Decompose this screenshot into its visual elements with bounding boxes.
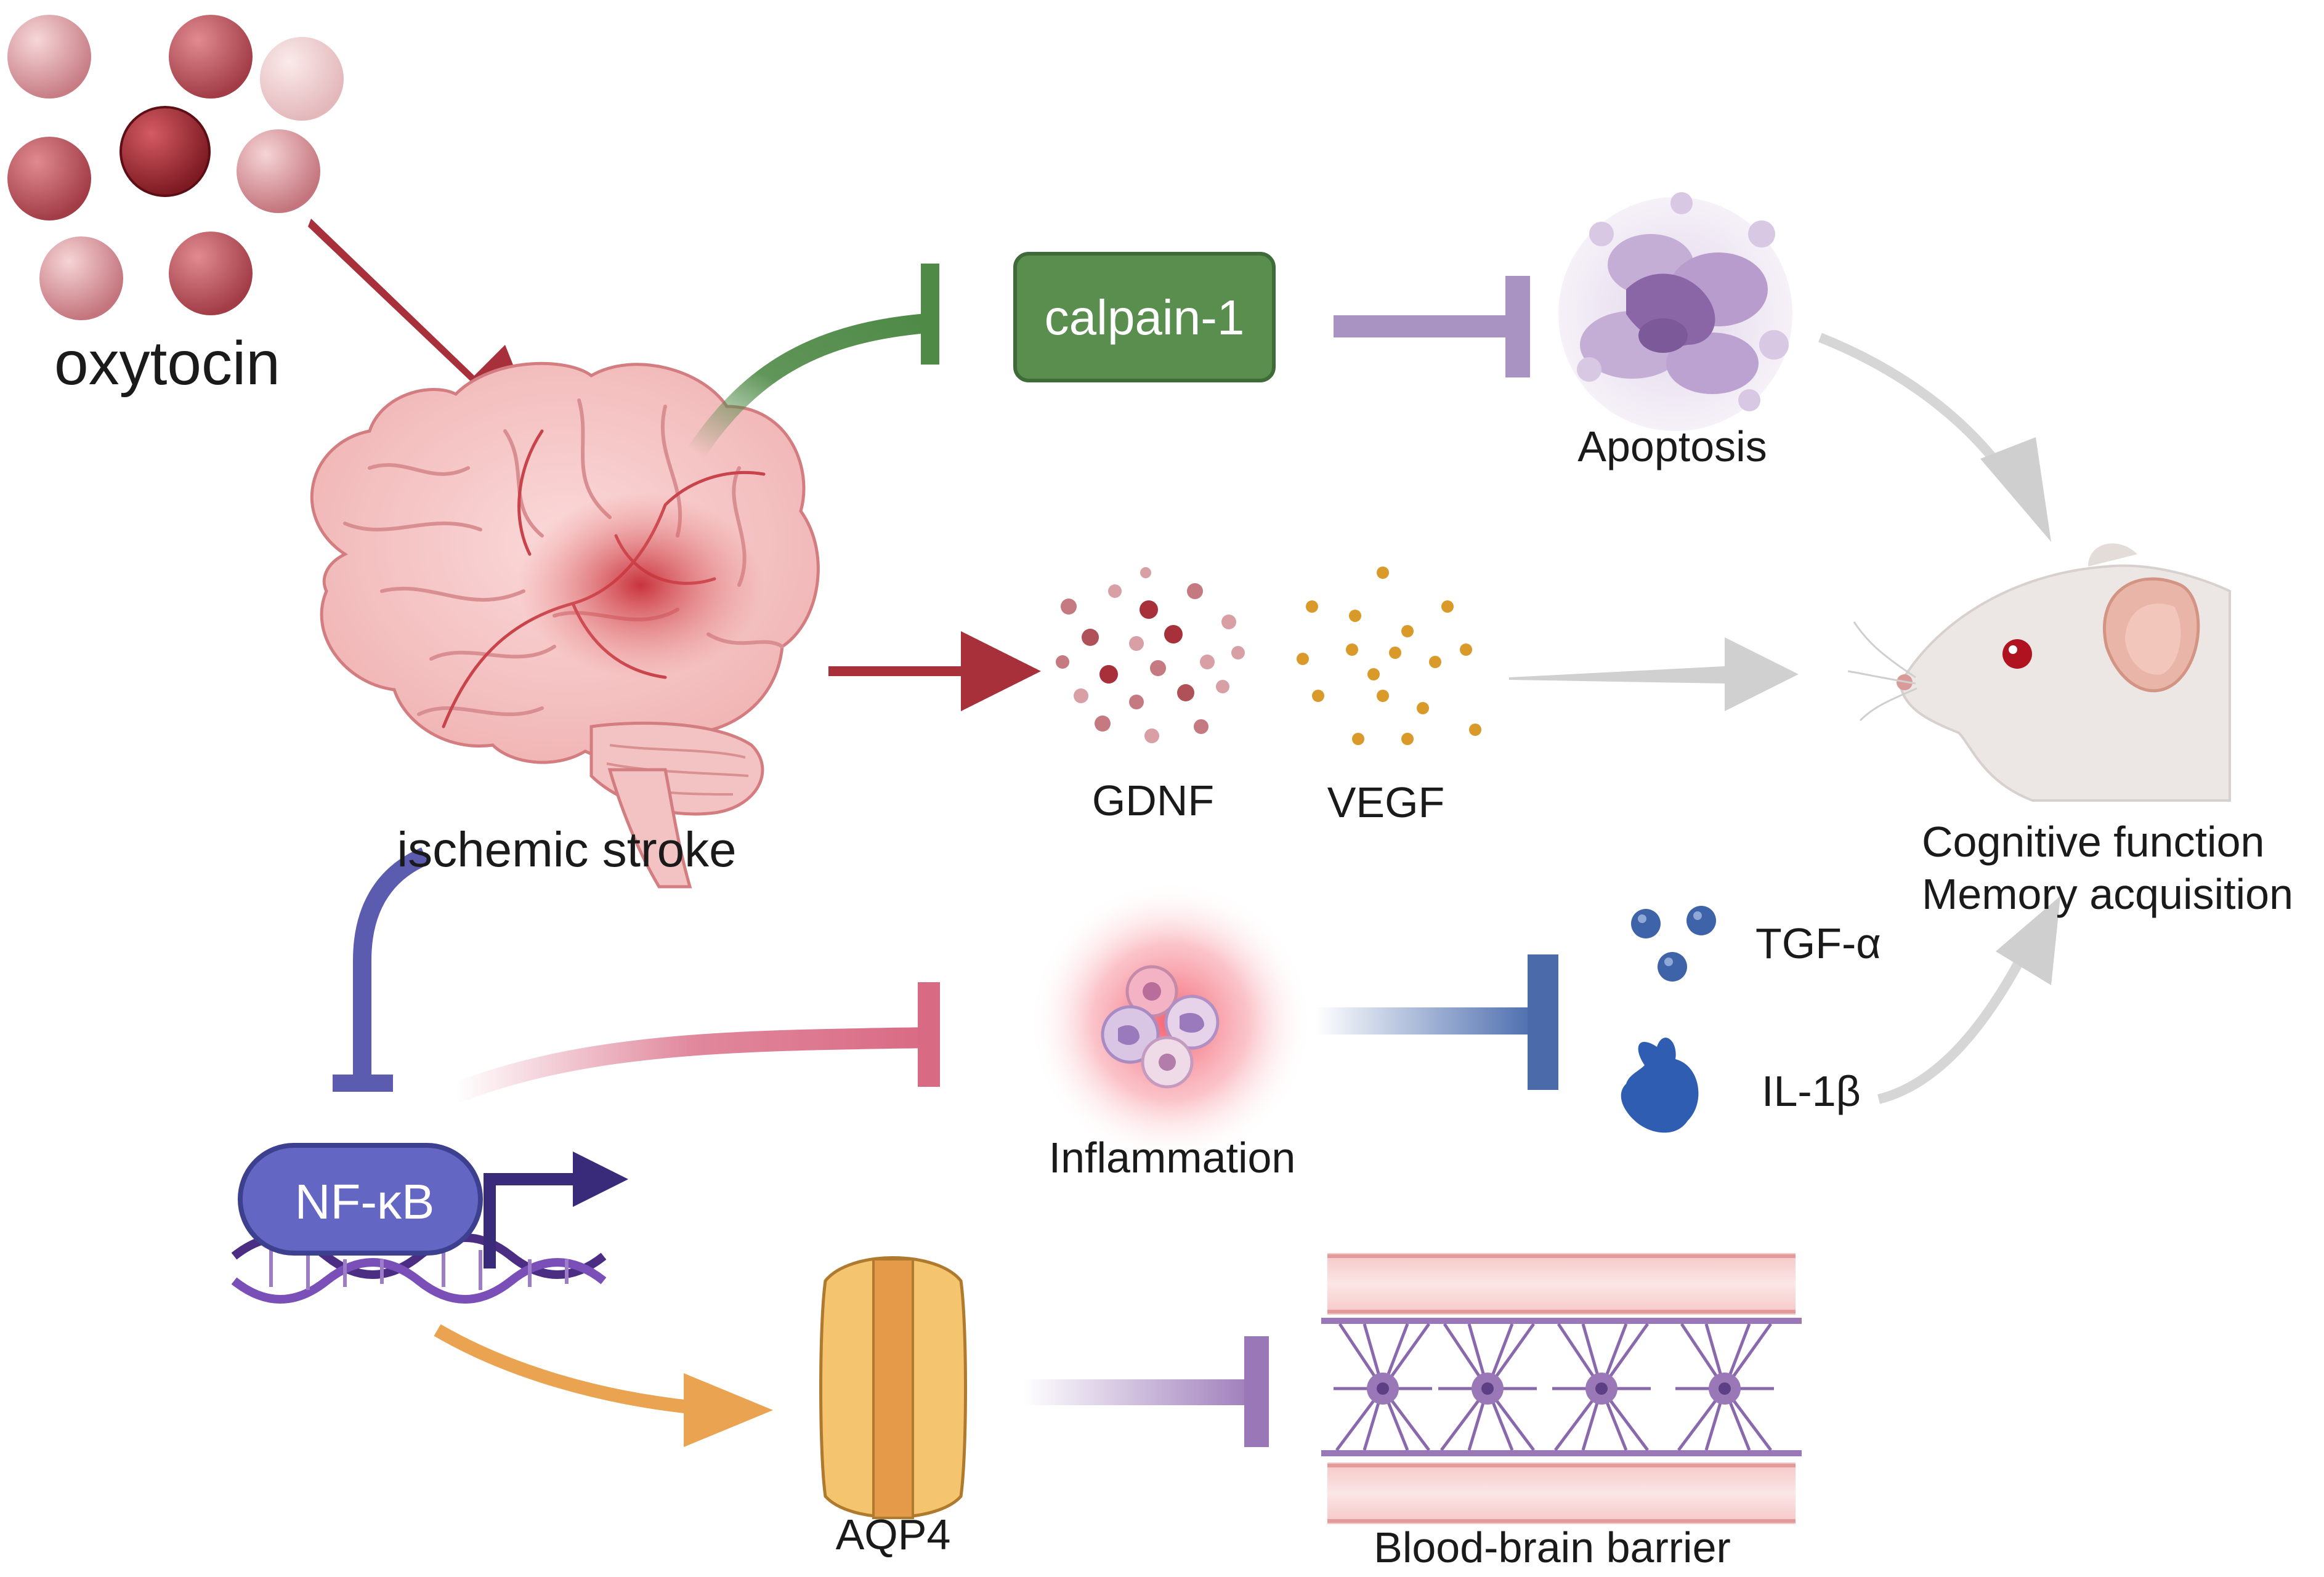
apoptotic-cell-icon xyxy=(1558,192,1792,431)
inflammation-inhibits-cytokines-line xyxy=(1315,954,1558,1090)
vegf-particles-icon xyxy=(1297,567,1481,745)
ischemic-stroke-label: ischemic stroke xyxy=(397,822,737,877)
calpain-inhibits-apoptosis-line xyxy=(1334,276,1530,377)
growth-factors-to-cognition-arrow xyxy=(1509,637,1799,711)
immune-cells-icon xyxy=(1029,881,1312,1164)
memory-acquisition-label: Memory acquisition xyxy=(1922,870,2293,918)
oxytocin-label: oxytocin xyxy=(54,329,280,398)
aqp4-label: AQP4 xyxy=(835,1510,951,1559)
astrocyte-vessel-icon xyxy=(1321,1253,1802,1524)
aqp4-inhibits-bbb-line xyxy=(1022,1336,1269,1447)
nfkb-to-aqp4-arrow xyxy=(434,1324,773,1447)
oxytocin-molecules-icon xyxy=(7,15,344,320)
il-1beta-label: IL-1β xyxy=(1762,1067,1861,1115)
il1b-protein-icon xyxy=(1621,1038,1699,1133)
calpain-1-box xyxy=(1013,252,1276,382)
cognitive-function-label: Cognitive function xyxy=(1922,818,2265,866)
apoptosis-label: Apoptosis xyxy=(1577,422,1767,470)
brain-icon xyxy=(310,361,820,889)
cytokines-to-cognition-arrow xyxy=(1877,896,2060,1104)
nf-kb-label: NF-κB xyxy=(294,1174,435,1229)
nfkb-inhibits-stroke-line xyxy=(333,847,429,1092)
tgf-molecules-icon xyxy=(1631,906,1716,982)
aquaporin-channel-icon xyxy=(819,1256,967,1519)
stroke-inhibits-calpain-line xyxy=(687,264,939,458)
stroke-to-gdnf-arrow xyxy=(828,631,1041,711)
nfkb-inhibits-inflammation-line xyxy=(451,982,940,1103)
tgf-alpha-label: TGF-α xyxy=(1755,919,1881,967)
blood-brain-barrier-label: Blood-brain barrier xyxy=(1374,1523,1731,1571)
calpain-1-label: calpain-1 xyxy=(1044,290,1245,345)
apoptosis-to-cognition-arrow xyxy=(1818,333,2051,542)
gdnf-label: GDNF xyxy=(1091,776,1215,825)
inflammation-label: Inflammation xyxy=(1048,1134,1296,1182)
vegf-label: VEGF xyxy=(1327,778,1445,826)
mouse-icon xyxy=(1847,543,2231,802)
transcription-factor-dna-icon xyxy=(231,1143,628,1304)
gdnf-particles-icon xyxy=(1056,567,1245,743)
